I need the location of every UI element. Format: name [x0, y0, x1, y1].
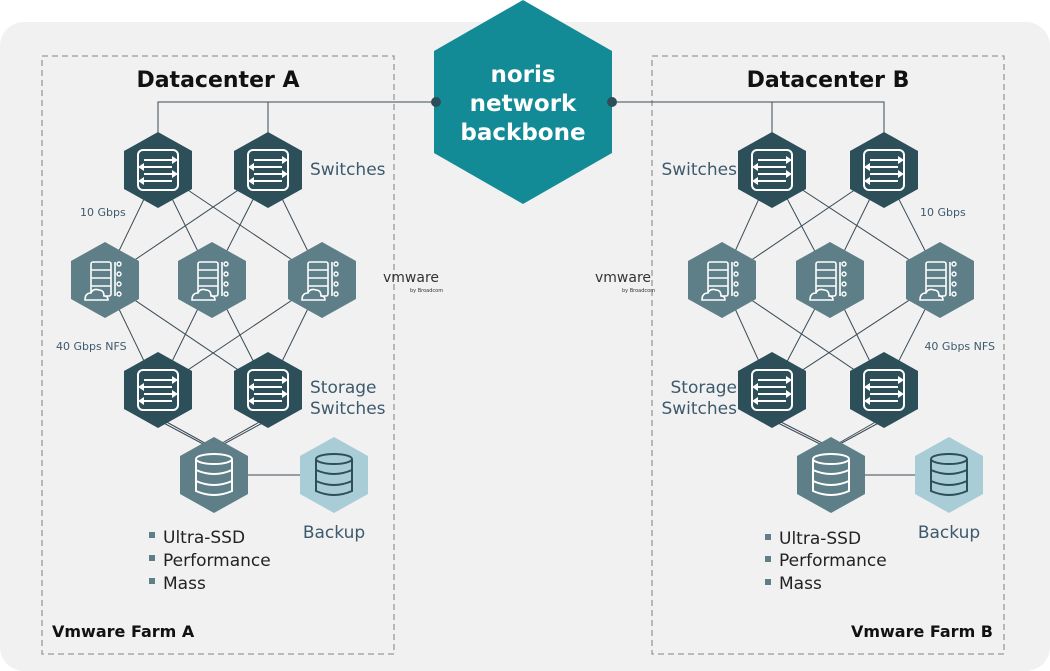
switch-b1: [738, 132, 806, 208]
datacenter-b-frame: [651, 55, 1005, 655]
host-b1: [688, 242, 756, 318]
bullet-icon: [149, 578, 155, 584]
storage-tier-a3: Mass: [163, 574, 206, 594]
datacenter-b: Datacenter B Switches 10 Gbps 40 Gbps NF…: [661, 68, 995, 641]
bullet-icon: [765, 534, 771, 540]
backbone-label-line3: backbone: [460, 120, 585, 146]
backbone-port-left: [431, 97, 441, 107]
storage-switch-a2: [234, 352, 302, 428]
vmware-logo-a: vmware by Broadcom: [383, 270, 443, 294]
bandwidth-10g-b: 10 Gbps: [920, 206, 966, 219]
storage-tier-b1: Ultra-SSD: [779, 529, 861, 549]
bullet-icon: [765, 579, 771, 585]
backbone-port-right: [607, 97, 617, 107]
backup-label-b: Backup: [918, 523, 980, 543]
backbone-node: noris network backbone: [431, 0, 617, 204]
storage-tier-b2: Performance: [779, 551, 887, 571]
vmware-logo-sub: by Broadcom: [622, 288, 655, 294]
farm-label-b: Vmware Farm B: [851, 622, 993, 641]
storage-switches-label-a1: Storage: [310, 378, 377, 398]
datacenter-a: Datacenter A Switches 10 Gbps 40 Gbps NF…: [52, 68, 386, 641]
backup-a: [300, 437, 368, 513]
switches-label-a: Switches: [310, 160, 386, 180]
host-b3: [906, 242, 974, 318]
storage-tier-b3: Mass: [779, 574, 822, 594]
storage-switches-label-a2: Switches: [310, 399, 386, 419]
backbone-label-line2: network: [470, 91, 577, 117]
switches-label-b: Switches: [661, 160, 737, 180]
host-a1: [71, 242, 139, 318]
storage-a: [180, 437, 248, 513]
bullet-icon: [765, 556, 771, 562]
switch-a2: [234, 132, 302, 208]
vmware-logo-text: vmware: [595, 270, 651, 286]
storage-switches-label-b2: Switches: [661, 399, 737, 419]
storage-switch-b1: [738, 352, 806, 428]
backup-b: [915, 437, 983, 513]
farm-label-a: Vmware Farm A: [52, 622, 195, 641]
backbone-label-line1: noris: [490, 62, 555, 88]
storage-switches-label-b1: Storage: [670, 378, 737, 398]
bandwidth-10g-a: 10 Gbps: [80, 206, 126, 219]
datacenter-a-frame: [41, 55, 395, 655]
vmware-logo-sub: by Broadcom: [410, 288, 443, 294]
backup-label-a: Backup: [303, 523, 365, 543]
host-a2: [178, 242, 246, 318]
storage-tier-a1: Ultra-SSD: [163, 528, 245, 548]
vmware-logo-text: vmware: [383, 270, 439, 286]
bullet-icon: [149, 555, 155, 561]
storage-b: [797, 437, 865, 513]
host-b2: [796, 242, 864, 318]
switch-a1: [124, 132, 192, 208]
bandwidth-nfs-a: 40 Gbps NFS: [56, 340, 127, 353]
bullet-icon: [149, 532, 155, 538]
storage-tier-a2: Performance: [163, 551, 271, 571]
datacenter-a-title: Datacenter A: [136, 68, 299, 93]
switch-b2: [850, 132, 918, 208]
storage-switch-b2: [850, 352, 918, 428]
storage-switch-a1: [124, 352, 192, 428]
vmware-logo-b: vmware by Broadcom: [595, 270, 655, 294]
bandwidth-nfs-b: 40 Gbps NFS: [924, 340, 995, 353]
host-a3: [288, 242, 356, 318]
datacenter-b-title: Datacenter B: [747, 68, 910, 93]
